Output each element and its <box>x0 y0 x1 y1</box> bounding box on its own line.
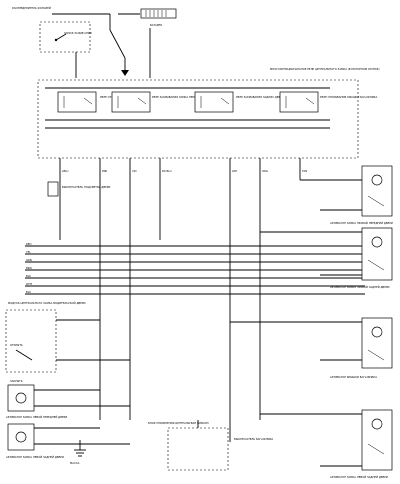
arrow-main <box>121 70 129 76</box>
relay-2 <box>111 91 151 113</box>
ignition-switch-box <box>39 21 91 53</box>
svg-text:BLU: BLU <box>26 290 31 294</box>
fuse-label: РАСПРЕДЕЛИТЕЛЬ ФОНАРЕЙ <box>12 5 51 10</box>
svg-text:WHT: WHT <box>26 282 33 286</box>
lock-module-label: МОДУЛЬ ЦЕНТРАЛЬНОГО ЗАМКА ВОДИТЕЛЬСКОЙ Д… <box>8 300 85 305</box>
battery <box>140 8 177 19</box>
svg-text:GRN: GRN <box>26 258 32 262</box>
actuator-right-3 <box>361 317 393 369</box>
wire-tags: RED YEL GRN BRN BLK WHT BLU PNK VIO GRY … <box>26 169 307 294</box>
svg-text:BRN: BRN <box>26 266 32 270</box>
actuator-right-4 <box>361 409 393 471</box>
svg-text:YEL: YEL <box>26 250 31 254</box>
svg-text:GRY: GRY <box>232 169 238 173</box>
lock-module <box>5 309 57 373</box>
relay-4-label: РЕЛЕ ОТКРЫВАНИЯ КРЫШКИ БАГАЖНИКА <box>320 95 378 99</box>
ignition-label: ЗАМОК ЗАЖИГАНИЯ <box>64 31 92 35</box>
central-unit-label: БЛОК УПРАВЛЕНИЯ ЦЕНТРАЛЬНЫМ ЗАМКОМ <box>148 421 209 425</box>
relay-1 <box>57 91 97 113</box>
relay-3 <box>194 91 234 113</box>
battery-label: БАТАРЕЯ <box>150 23 162 27</box>
door-switch-label: ВЫКЛЮЧАТЕЛЬ ПОДСВЕТКИ ДВЕРИ <box>62 185 110 189</box>
central-unit <box>167 427 229 471</box>
wires-left <box>34 319 130 445</box>
ignition-arm <box>55 33 67 41</box>
actuator-right-4-label: АКТИВАТОР ЗАМКА ЛЕВОЙ ЗАДНЕЙ ДВЕРИ <box>330 474 388 479</box>
actuator-right-1-label: АКТИВАТОР ЗАМКА ПРАВОЙ ПЕРЕДНЕЙ ДВЕРИ <box>330 220 393 225</box>
actuator-left-front-label: АКТИВАТОР ЗАМКА ЛЕВОЙ ПЕРЕДНЕЙ ДВЕРИ <box>6 414 67 419</box>
ground-label: МАССА <box>70 461 80 465</box>
svg-text:LBLU: LBLU <box>62 169 69 173</box>
wires-right <box>230 179 362 467</box>
lock-switch-label: ОТКРЫТЬ <box>10 343 23 347</box>
relay-4 <box>279 91 319 113</box>
actuator-right-2 <box>361 227 393 281</box>
svg-text:TAN: TAN <box>302 169 307 173</box>
actuator-left-front <box>7 384 35 412</box>
relay-block <box>37 79 359 159</box>
relay-2-label: РЕЛЕ ЗАКРЫВАНИЯ ЗАМКА ПЕРЕДНЕЙ ДВЕРИ <box>152 94 213 99</box>
door-switch <box>47 181 59 197</box>
relay-3-label: РЕЛЕ ЗАКРЫВАНИЯ ЗАДНИХ ДВЕРЕЙ <box>236 94 285 99</box>
relay-outputs <box>59 158 301 420</box>
svg-text:ORG: ORG <box>262 169 268 173</box>
battery-cells <box>145 10 167 17</box>
harness <box>25 245 365 295</box>
actuator-right-3-label: АКТИВАТОР КРЫШКИ БАГАЖНИКА <box>330 375 377 379</box>
ground-symbol <box>74 440 86 457</box>
svg-text:VIO: VIO <box>132 169 137 173</box>
lock-close-label: ЗАКРЫТЬ <box>10 379 23 383</box>
relay-block-label: МНОГОФУНКЦИОНАЛЬНОЕ РЕЛЕ ЦЕНТРАЛЬНОГО ЗА… <box>270 67 380 71</box>
lock-switch-arm <box>15 349 33 361</box>
svg-text:PNK: PNK <box>102 169 108 173</box>
svg-text:BLK: BLK <box>26 274 31 278</box>
svg-text:DK BLU: DK BLU <box>162 169 172 173</box>
actuator-left-rear <box>7 423 35 451</box>
wire-main-feed <box>109 29 126 59</box>
actuator-right-1 <box>361 165 393 217</box>
svg-text:RED: RED <box>26 242 31 246</box>
actuator-left-rear-label: АКТИВАТОР ЗАМКА ЛЕВОЙ ЗАДНЕЙ ДВЕРИ <box>6 454 64 459</box>
switch-unit-label: ВЫКЛЮЧАТЕЛЬ БАГАЖНИКА <box>234 437 273 441</box>
actuator-right-2-label: АКТИВАТОР ЗАМКА ПРАВОЙ ЗАДНЕЙ ДВЕРИ <box>330 284 390 289</box>
